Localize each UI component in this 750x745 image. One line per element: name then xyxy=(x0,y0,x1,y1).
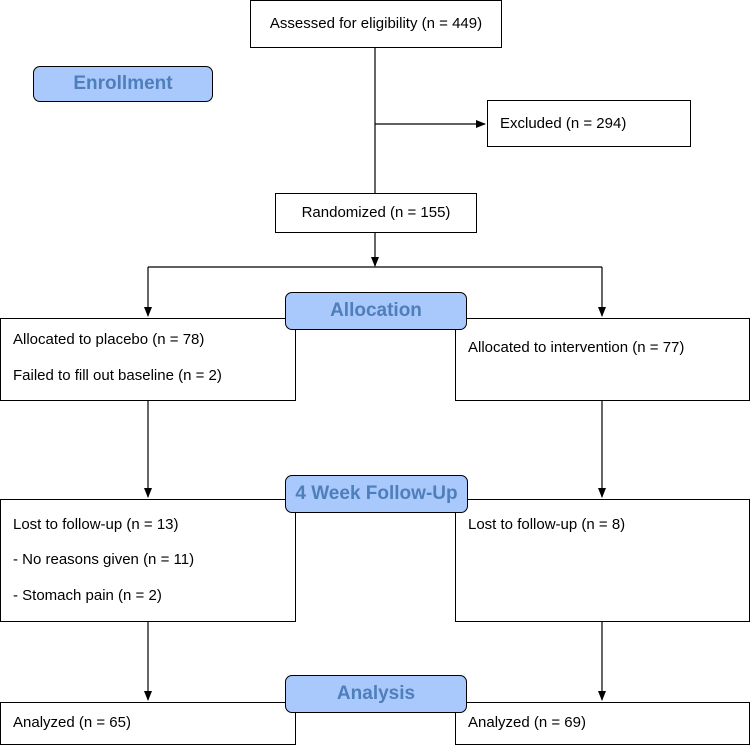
placebo-allocation-box: Allocated to placebo (n = 78) Failed to … xyxy=(0,318,296,401)
placebo-allocated-text: Allocated to placebo (n = 78) xyxy=(13,331,205,348)
placebo-followup-box: Lost to follow-up (n = 13) - No reasons … xyxy=(0,499,296,622)
follow-up-label: 4 Week Follow-Up xyxy=(285,475,468,513)
intervention-analyzed-box: Analyzed (n = 69) xyxy=(455,702,750,745)
excluded-text: Excluded (n = 294) xyxy=(500,115,627,132)
assessed-box: Assessed for eligibility (n = 449) xyxy=(250,0,502,48)
intervention-followup-box: Lost to follow-up (n = 8) xyxy=(455,499,750,622)
placebo-analyzed-box: Analyzed (n = 65) xyxy=(0,702,296,745)
excluded-box: Excluded (n = 294) xyxy=(487,100,691,147)
randomized-text: Randomized (n = 155) xyxy=(301,204,451,221)
randomized-box: Randomized (n = 155) xyxy=(275,193,477,233)
analysis-label: Analysis xyxy=(285,675,467,713)
intervention-analyzed-text: Analyzed (n = 69) xyxy=(468,714,586,731)
allocation-label: Allocation xyxy=(285,292,467,330)
placebo-lost-text: Lost to follow-up (n = 13) xyxy=(13,516,179,533)
placebo-no-reasons-text: - No reasons given (n = 11) xyxy=(13,551,195,568)
intervention-allocated-text: Allocated to intervention (n = 77) xyxy=(468,339,685,356)
placebo-stomach-pain-text: - Stomach pain (n = 2) xyxy=(13,587,162,604)
intervention-allocation-box: Allocated to intervention (n = 77) xyxy=(455,318,750,401)
intervention-lost-text: Lost to follow-up (n = 8) xyxy=(468,516,626,533)
placebo-failed-baseline-text: Failed to fill out baseline (n = 2) xyxy=(13,367,222,384)
assessed-text: Assessed for eligibility (n = 449) xyxy=(269,15,483,32)
placebo-analyzed-text: Analyzed (n = 65) xyxy=(13,714,131,731)
enrollment-label: Enrollment xyxy=(33,66,213,102)
